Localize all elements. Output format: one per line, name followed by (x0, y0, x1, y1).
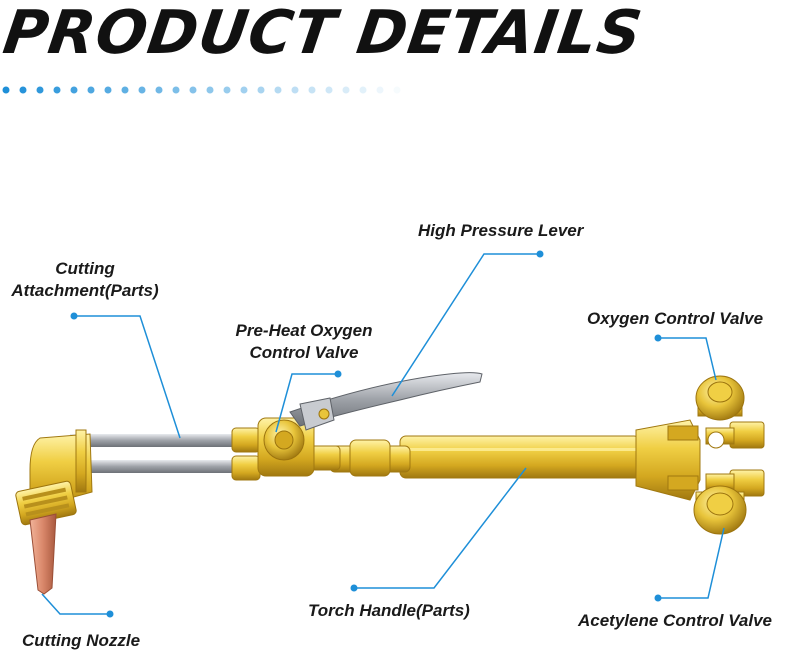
label-acetylene-control-valve: Acetylene Control Valve (578, 611, 772, 630)
label-cutting-attachment-line1: Cutting (55, 259, 115, 278)
callout-dot (106, 610, 114, 618)
divider-dot (206, 86, 214, 94)
callout-line-nozzle (41, 593, 110, 615)
divider-dot (393, 86, 401, 94)
divider-dot (189, 86, 197, 94)
high-pressure-lever (289, 372, 483, 431)
divider-dot (172, 86, 180, 94)
callout-dot (536, 250, 544, 258)
divider-dot (121, 86, 129, 94)
divider-dot (240, 86, 248, 94)
divider-dot (376, 86, 384, 94)
divider-dot (104, 86, 112, 94)
callout-line-lever (391, 253, 540, 397)
label-cutting-attachment: Cutting Attachment(Parts) (0, 258, 170, 302)
callout-dot (334, 370, 342, 378)
divider-dot (36, 86, 44, 94)
dotted-divider (2, 86, 401, 94)
label-torch-handle: Torch Handle(Parts) (308, 601, 470, 620)
callout-dot (654, 594, 662, 602)
acetylene-control-valve (693, 485, 747, 535)
attachment-tube-lower (70, 460, 245, 473)
label-preheat-line1: Pre-Heat Oxygen (235, 321, 373, 340)
divider-dot (257, 86, 265, 94)
torch-handle-tube (399, 435, 641, 479)
divider-dot (138, 86, 146, 94)
label-oxygen-control-valve: Oxygen Control Valve (587, 309, 764, 328)
divider-dot (87, 86, 95, 94)
callout-dot (350, 584, 358, 592)
divider-dot (308, 86, 316, 94)
divider-dot (274, 86, 282, 94)
callout-dot (654, 334, 662, 342)
label-cutting-nozzle: Cutting Nozzle (22, 631, 141, 650)
divider-dot (291, 86, 299, 94)
callout-dot (70, 312, 78, 320)
divider-dot (53, 86, 61, 94)
oxygen-control-valve (695, 375, 745, 421)
divider-dot (359, 86, 367, 94)
label-preheat-oxygen: Pre-Heat Oxygen Control Valve (220, 320, 388, 364)
label-cutting-attachment-line2: Attachment(Parts) (11, 281, 159, 300)
callout-line-acetylene (658, 527, 725, 599)
callout-line-torch-handle (354, 467, 527, 589)
label-preheat-line2: Control Valve (249, 343, 359, 362)
divider-dot (19, 86, 27, 94)
callout-line-cutting-attachment (74, 315, 181, 439)
label-high-pressure-lever: High Pressure Lever (418, 221, 584, 240)
divider-dot (2, 86, 10, 94)
divider-dot (342, 86, 350, 94)
divider-dot (325, 86, 333, 94)
divider-dot (155, 86, 163, 94)
divider-dot (223, 86, 231, 94)
cutting-nozzle (29, 513, 57, 595)
callout-line-oxygen (658, 337, 717, 381)
divider-dot (70, 86, 78, 94)
preheat-oxygen-valve (257, 417, 315, 477)
attachment-tube-upper (70, 434, 245, 447)
callout-line-preheat (275, 373, 338, 433)
oxygen-hose-connector (729, 421, 765, 449)
